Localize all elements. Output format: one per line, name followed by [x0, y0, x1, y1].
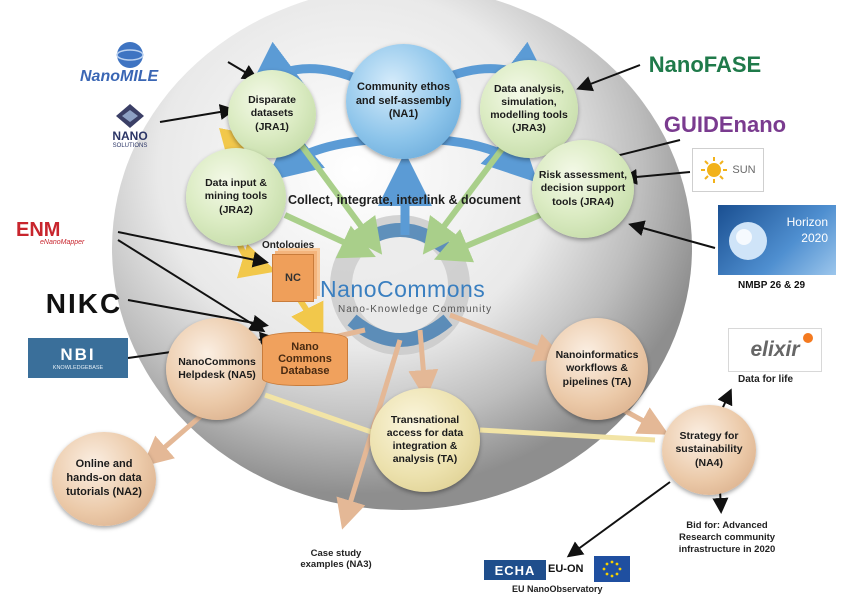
nanomile-text: NanoMILE: [80, 68, 159, 85]
euon-sub: EU NanoObservatory: [512, 584, 603, 594]
guidenano-text: GUIDEnano: [663, 112, 787, 137]
nbi-sub: KNOWLEDGEBASE: [52, 365, 104, 371]
nanofase-text: NanoFASE: [648, 52, 762, 77]
database-cylinder: Nano Commons Database: [262, 332, 348, 386]
arrow-na1-jra2: [266, 126, 371, 182]
echa-logo: ECHA: [484, 560, 546, 580]
arrow-enm-database: [117, 239, 266, 333]
horizon2020-logo: Horizon 2020: [718, 205, 836, 275]
arrow-jra2-center: [283, 212, 376, 259]
node-jra2: Data input & mining tools (JRA2): [186, 148, 286, 246]
nanosolutions-logo: NANO SOLUTIONS: [102, 96, 158, 156]
nanosolutions-text: NANO: [112, 129, 148, 143]
node-na4: Strategy for sustainability (NA4): [662, 405, 756, 495]
nbi-text: NBI: [60, 345, 96, 364]
arrow-nanosolutions: [159, 104, 236, 123]
tagline: Collect, integrate, interlink & document: [288, 193, 521, 207]
elixir-text: elixir: [750, 338, 800, 361]
echa-text: ECHA: [494, 562, 536, 578]
arrow-nc-database: [291, 298, 324, 341]
arrow-na5-ta-trans: [264, 392, 381, 438]
database-label: Nano Commons Database: [278, 340, 332, 378]
arrow-nanofase: [576, 64, 641, 92]
enm-text: ENM: [16, 218, 61, 241]
eu-stars-icon: [602, 560, 622, 578]
arrow-jra4-center: [433, 212, 542, 263]
nikc-text: NIKC: [45, 288, 123, 319]
sun-icon: [701, 157, 728, 183]
guidenano-logo: GUIDEnano: [660, 108, 790, 142]
enm-logo: ENM eNanoMapper: [16, 216, 116, 248]
nanomile-logo: NanoMILE: [78, 40, 198, 90]
bid-label: Bid for: Advanced Research community inf…: [678, 520, 776, 555]
nbi-logo: NBI KNOWLEDGEBASE: [28, 338, 128, 378]
earth-icon: [729, 222, 767, 260]
arrow-center-ta-trans: [408, 329, 439, 400]
arrow-nikc: [127, 299, 269, 331]
arrow-sun: [621, 168, 691, 185]
nanofase-logo: NanoFASE: [640, 50, 770, 80]
enm-sub: eNanoMapper: [40, 238, 85, 246]
arrow-center-ta-nano: [449, 312, 565, 362]
node-na2: Online and hands-on data tutorials (NA2): [52, 432, 156, 526]
elixir-logo: elixir: [728, 328, 822, 372]
arrow-ta-trans-na4: [479, 427, 656, 443]
arrow-na4-euon: [566, 481, 671, 558]
nc-label: NC: [285, 272, 301, 284]
arrow-na1-jra4: [439, 125, 538, 183]
nmbp-label: NMBP 26 & 29: [738, 280, 806, 291]
node-ta-nanoinformatics: Nanoinformatics workflows & pipelines (T…: [546, 318, 648, 420]
horizon-text: Horizon 2020: [786, 215, 828, 245]
node-jra3: Data analysis, simulation, modelling too…: [480, 60, 578, 158]
arrow-horizon: [628, 220, 716, 249]
globe-icon: [116, 42, 144, 68]
elixir-orange-icon: [803, 333, 813, 343]
node-jra4: Risk assessment, decision support tools …: [532, 140, 634, 238]
elixir-sub: Data for life: [738, 374, 794, 385]
node-ta-transnational: Transnational access for data integratio…: [370, 388, 480, 492]
ontologies-label: Ontologies: [262, 240, 315, 251]
brand-subtitle: Nano-Knowledge Community: [338, 304, 493, 315]
node-na5: NanoCommons Helpdesk (NA5): [166, 318, 268, 420]
nc-document: NC: [272, 254, 314, 302]
eu-flag-icon: [594, 556, 630, 582]
arrow-enm-ontologies: [117, 231, 269, 268]
nanosolutions-sub: SOLUTIONS: [112, 143, 148, 149]
diamond-icon: [116, 104, 144, 128]
sun-text: SUN: [732, 164, 756, 176]
node-na1: Community ethos and self-assembly (NA1): [346, 44, 461, 159]
euon-label: EU-ON: [548, 563, 584, 575]
brand-title: NanoCommons: [320, 276, 486, 302]
node-jra1: Disparate datasets (JRA1): [228, 70, 316, 158]
case-study-label: Case study examples (NA3): [300, 548, 372, 571]
sun-logo: SUN: [692, 148, 764, 192]
nikc-logo: NIKC: [38, 286, 130, 322]
